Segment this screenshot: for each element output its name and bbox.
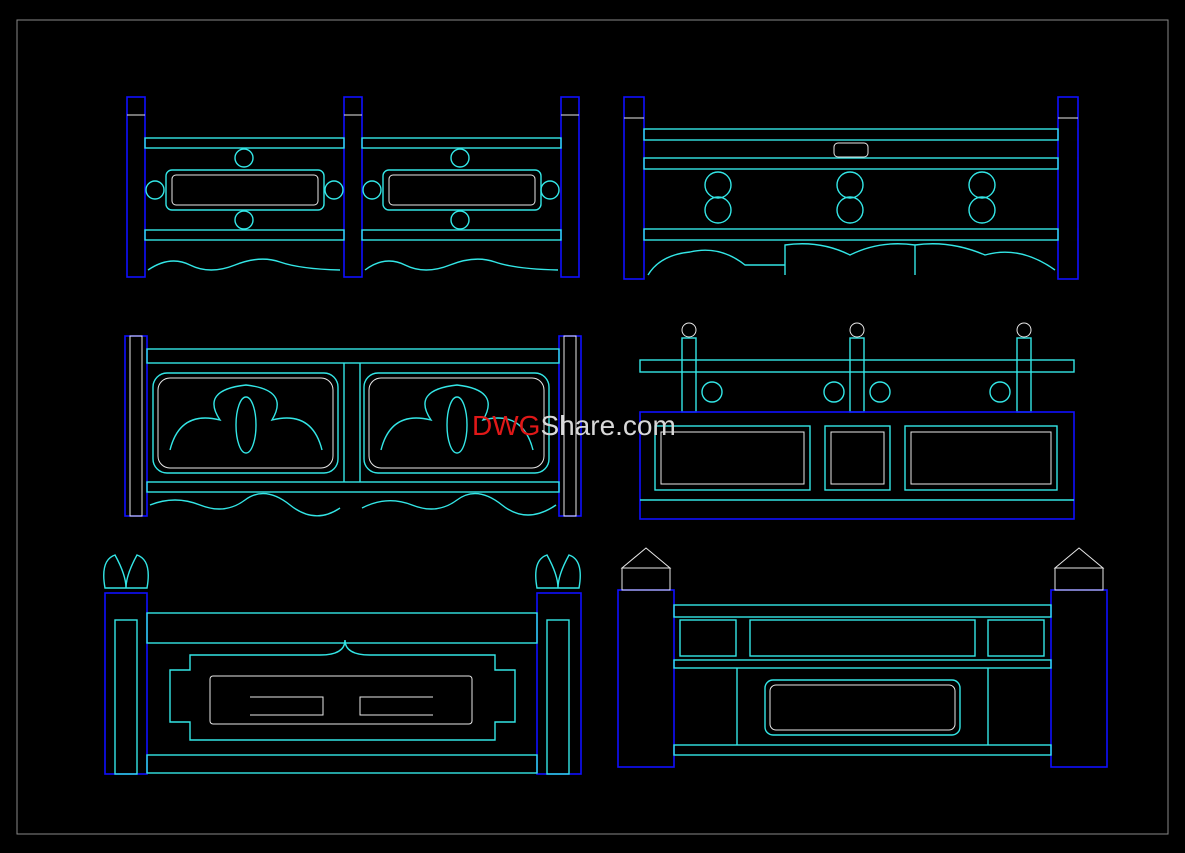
railing-elevation-5 — [103, 554, 582, 775]
railing-elevation-4 — [639, 322, 1075, 520]
railing-elevation-3 — [124, 335, 582, 517]
watermark-brand-red: DWG — [472, 410, 541, 441]
railing-elevation-1 — [126, 96, 580, 278]
watermark-brand-rest: Share.com — [540, 410, 676, 441]
railing-elevation-2 — [623, 96, 1079, 280]
watermark-logo: DWGShare.com — [472, 410, 676, 442]
railing-elevation-6 — [617, 547, 1108, 768]
sheet-frame — [16, 19, 1169, 835]
